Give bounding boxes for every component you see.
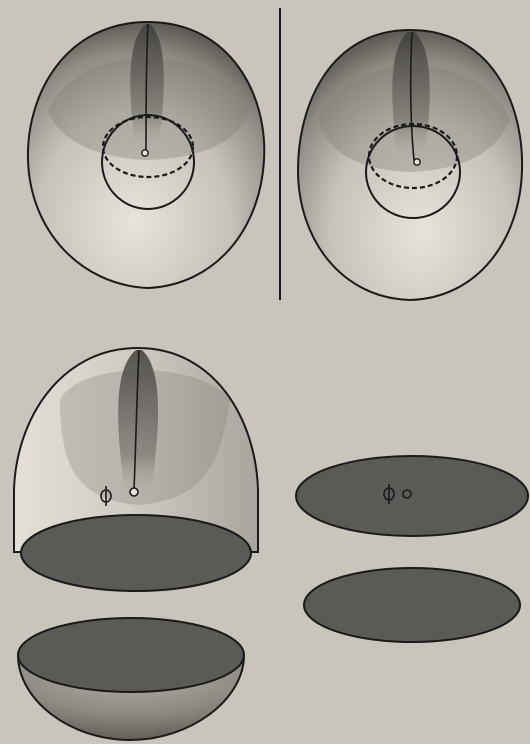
- disc-with-markers: [296, 456, 528, 536]
- center-point: [142, 150, 148, 156]
- egg-top-right: [298, 30, 522, 300]
- circle-marker: [403, 490, 411, 498]
- disc-lower: [304, 568, 520, 642]
- disc-upper: [296, 456, 528, 536]
- cut-face-upper: [21, 515, 251, 591]
- egg-top-left: [28, 22, 264, 288]
- cut-face-lower: [18, 618, 244, 692]
- circle-marker: [130, 488, 138, 496]
- center-point: [414, 159, 420, 165]
